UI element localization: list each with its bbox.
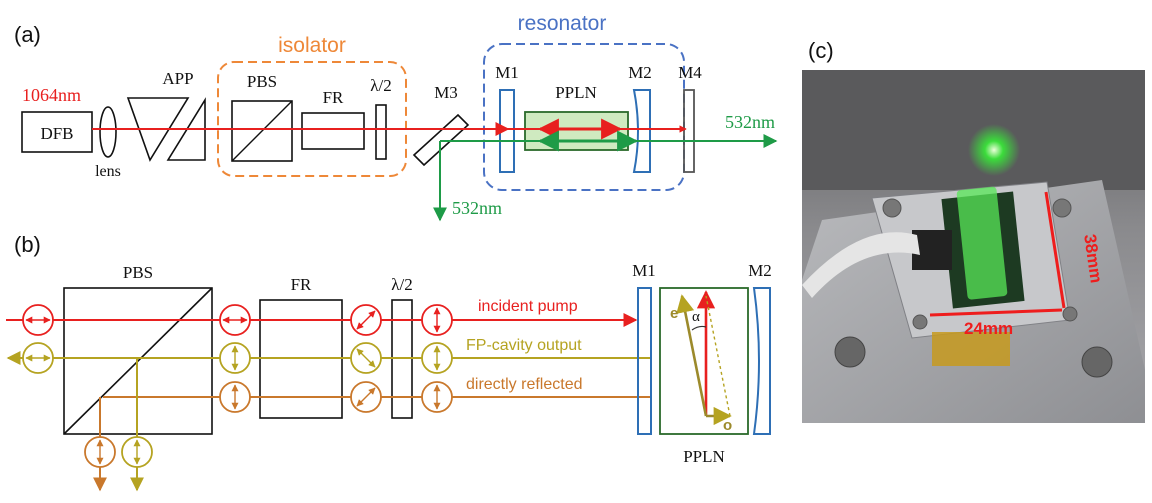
device-photo: 38mm 24mm: [802, 70, 1145, 423]
m4-label: M4: [678, 63, 702, 82]
pbs-cube-a: [231, 100, 293, 162]
resonator-label: resonator: [518, 12, 607, 35]
e-axis-vector: [676, 294, 708, 417]
screw: [1081, 346, 1113, 378]
polarization-row-incident: [22, 304, 453, 336]
kapton-tape: [932, 332, 1010, 366]
half-wave-plate-a: [375, 104, 387, 160]
pol-arrow: [356, 310, 376, 330]
panel-a: (a) 1064nm DFB lens APP isolator PBS FR …: [14, 12, 778, 222]
label-directly-reflected: directly reflected: [466, 376, 583, 393]
screw: [834, 336, 866, 368]
angle-arc: [691, 325, 707, 331]
ribbon-cable: [802, 232, 920, 298]
faraday-rotator-a: [301, 112, 365, 150]
m1-label-a: M1: [495, 63, 519, 82]
mirror-m1-b: [637, 287, 652, 435]
dim-height-line: [1044, 191, 1066, 309]
ppln-label-a: PPLN: [555, 83, 597, 102]
device-photo-drawing: 38mm 24mm: [802, 70, 1145, 423]
panel-label-c: (c): [808, 38, 834, 63]
dfb-label: DFB: [40, 124, 73, 143]
mirror-m2-a: [632, 89, 651, 173]
screw: [912, 314, 928, 330]
pbs-diagonal-a: [231, 100, 293, 162]
dim-width-label: 24mm: [964, 319, 1013, 338]
mirror-m1-a: [499, 89, 515, 173]
isolator-box: [217, 61, 407, 177]
screw: [1052, 198, 1072, 218]
dfb-laser: [21, 111, 93, 153]
input-wavelength-label: 1064nm: [22, 85, 81, 105]
o-axis-label: o: [723, 417, 732, 434]
dim-width-line: [929, 308, 1063, 317]
m2-label-a: M2: [628, 63, 652, 82]
m3-label: M3: [434, 83, 458, 102]
ppln-crystal-a: [524, 111, 629, 151]
pol-arrow: [356, 387, 376, 407]
screw: [1062, 306, 1078, 322]
mirror-m4: [683, 89, 695, 173]
app-label: APP: [162, 69, 193, 88]
lens: [99, 106, 117, 158]
ppln-label-b: PPLN: [683, 447, 725, 466]
ppln-crystal-b: [659, 287, 749, 435]
fr-label-a: FR: [323, 88, 344, 107]
label-incident-pump: incident pump: [478, 298, 578, 315]
pol-arrow: [356, 348, 376, 368]
out-down-label: 532nm: [452, 198, 502, 218]
green-spot: [968, 124, 1020, 176]
out-right-label: 532nm: [725, 112, 775, 132]
pbs-label-a: PBS: [247, 72, 277, 91]
m2-label-b: M2: [748, 261, 772, 280]
panel-b: (b) PBS FR λ/2 incident pump FP-cavity o…: [6, 232, 772, 492]
half-wave-label-a: λ/2: [370, 76, 391, 95]
isolator-label: isolator: [278, 34, 346, 57]
polarization-row-cavity: [22, 342, 453, 374]
fr-label-b: FR: [291, 275, 312, 294]
polarization-column-down: [84, 436, 153, 468]
polarization-row-reflected: [219, 381, 453, 413]
glowing-crystal: [956, 186, 1008, 300]
label-fp-cavity-output: FP-cavity output: [466, 337, 582, 354]
pbs-label-b: PBS: [123, 263, 153, 282]
e-axis-label: e: [670, 305, 678, 322]
lens-label: lens: [95, 163, 121, 180]
screw: [882, 198, 902, 218]
resonator-box: [483, 43, 685, 191]
panel-label-a: (a): [14, 22, 41, 47]
projection-dotted: [705, 295, 731, 417]
half-wave-label-b: λ/2: [391, 275, 412, 294]
m1-label-b: M1: [632, 261, 656, 280]
mirror-m2-b: [752, 287, 771, 435]
panel-label-b: (b): [14, 232, 41, 257]
angle-alpha-label: α: [692, 309, 700, 325]
photo-background: [802, 70, 1145, 190]
